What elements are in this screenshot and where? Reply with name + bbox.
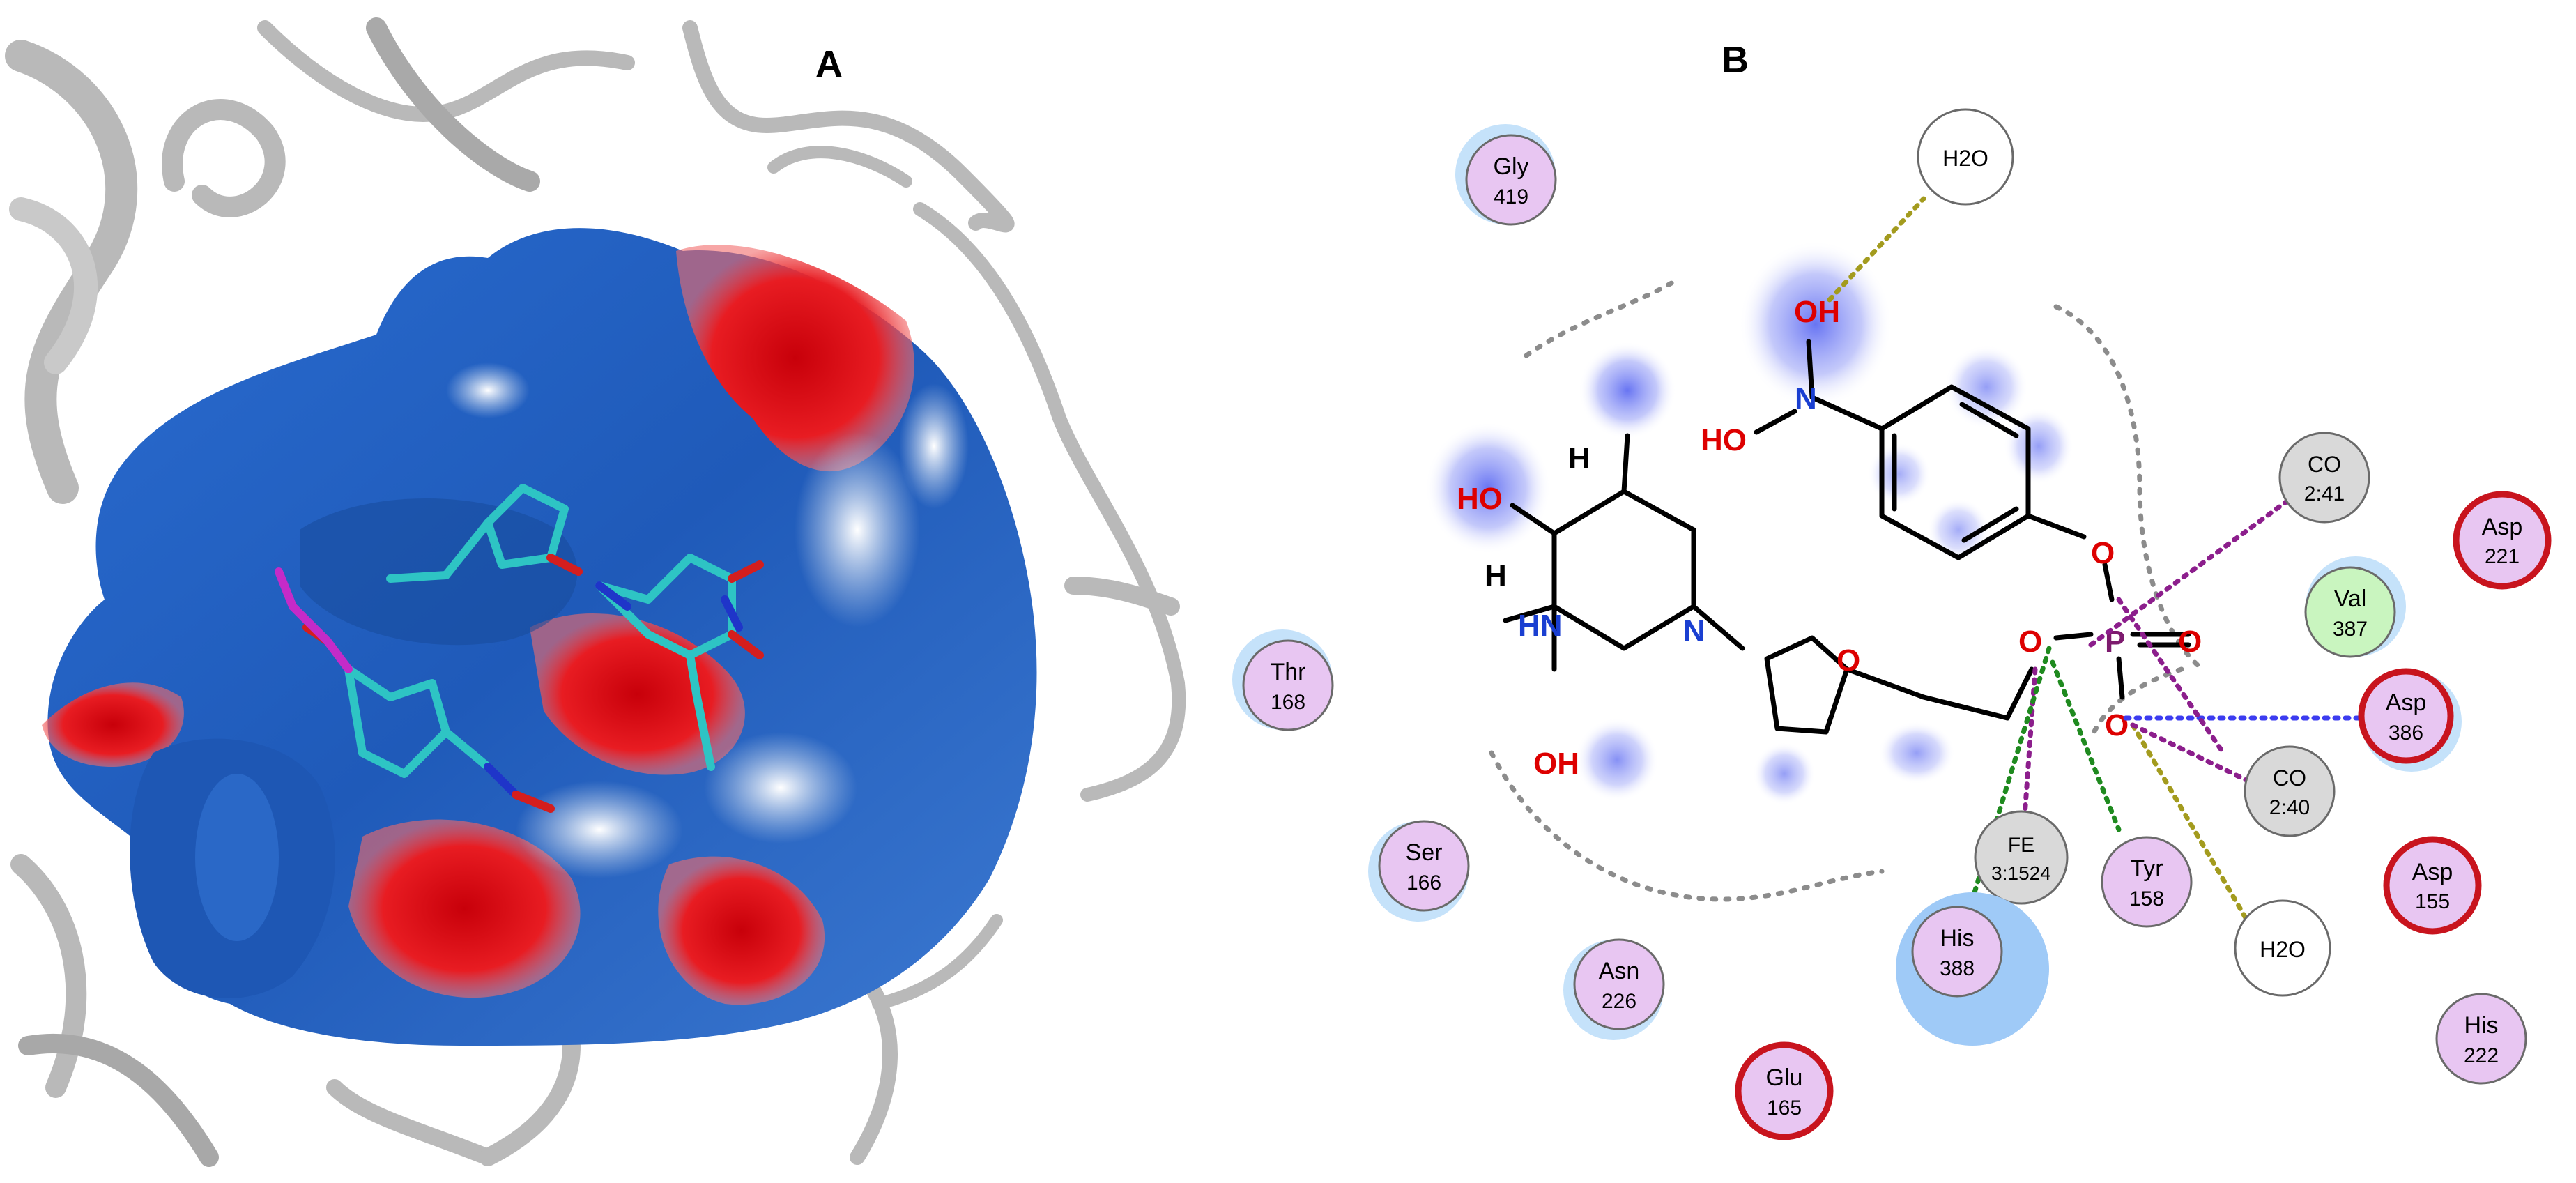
residue-val387: Val 387 bbox=[2304, 556, 2406, 658]
residue-name: FE bbox=[2008, 834, 2034, 857]
atom-o-phenoxy: O bbox=[2091, 536, 2115, 570]
residue-his388: His 388 bbox=[1896, 892, 2049, 1046]
residue-name: CO bbox=[2308, 452, 2341, 477]
residue-number: 221 bbox=[2485, 545, 2520, 568]
panel-b: B bbox=[1232, 39, 2552, 1140]
residue-co241: CO 2:41 bbox=[2278, 432, 2370, 524]
residue-his222: His 222 bbox=[2435, 993, 2527, 1085]
residue-number: 166 bbox=[1406, 871, 1441, 894]
residue-asn226: Asn 226 bbox=[1563, 938, 1665, 1040]
residue-number: 2:40 bbox=[2269, 796, 2310, 819]
atom-h-top: H bbox=[1568, 441, 1590, 475]
residue-asp386: Asp 386 bbox=[2358, 668, 2462, 772]
residue-co240: CO 2:40 bbox=[2244, 745, 2336, 837]
residue-ser166: Ser 166 bbox=[1368, 820, 1470, 922]
atom-hn: HN bbox=[1518, 609, 1563, 643]
atom-o-minus: O bbox=[2105, 708, 2129, 742]
residue-number: 226 bbox=[1602, 990, 1636, 1013]
residue-name: Gly bbox=[1494, 153, 1529, 180]
residue-glu165: Glu 165 bbox=[1735, 1041, 1834, 1140]
atom-o-double: O bbox=[2178, 625, 2202, 659]
residue-name: Val bbox=[2334, 586, 2367, 612]
residue-name: Glu bbox=[1766, 1064, 1803, 1091]
protein-ribbons bbox=[5, 17, 1186, 1167]
residue-number: 168 bbox=[1271, 691, 1305, 714]
panel-a-label: A bbox=[815, 43, 843, 85]
residue-name: Asn bbox=[1599, 958, 1640, 984]
residue-number: 158 bbox=[2129, 887, 2164, 910]
interactions bbox=[1827, 196, 2366, 972]
residue-number: 387 bbox=[2333, 618, 2368, 641]
residue-number: 3:1524 bbox=[1991, 862, 2051, 884]
atom-n-nitro: N bbox=[1795, 381, 1817, 415]
residue-number: 165 bbox=[1767, 1097, 1802, 1120]
residue-number: 222 bbox=[2464, 1044, 2499, 1067]
water-bottom: H2O bbox=[2234, 899, 2331, 997]
ligand-skeleton bbox=[1503, 339, 2191, 735]
residue-name: Tyr bbox=[2130, 855, 2163, 882]
atom-o-ester: O bbox=[2018, 625, 2042, 659]
atom-oh-bottom: OH bbox=[1533, 747, 1579, 781]
atom-ho-nitro: HO bbox=[1701, 423, 1747, 457]
panel-a: A bbox=[5, 17, 1234, 1167]
atom-n-ring: N bbox=[1683, 614, 1705, 648]
residue-number: 2:41 bbox=[2304, 482, 2345, 505]
atom-oh-top: OH bbox=[1794, 295, 1840, 329]
residue-name: CO bbox=[2273, 765, 2306, 791]
residue-asp221: Asp 221 bbox=[2453, 491, 2552, 590]
water-top: H2O bbox=[1917, 108, 2014, 206]
atom-ho-ring: HO bbox=[1457, 482, 1503, 516]
residue-number: 419 bbox=[1494, 185, 1528, 208]
residue-name: His bbox=[1940, 925, 1974, 952]
residue-asp155: Asp 155 bbox=[2383, 836, 2482, 935]
residue-fe: FE 3:1524 bbox=[1974, 810, 2069, 905]
residue-number: 388 bbox=[1940, 957, 1975, 980]
residue-name: Asp bbox=[2386, 689, 2427, 716]
atom-labels: OH N HO HO H H HN N OH O O P O O O bbox=[1457, 295, 2202, 781]
water-label: H2O bbox=[2260, 937, 2306, 962]
residue-name: Ser bbox=[1406, 839, 1443, 866]
panel-b-label: B bbox=[1722, 39, 1749, 81]
residue-number: 155 bbox=[2415, 890, 2450, 913]
pocket-outline bbox=[1489, 280, 2205, 902]
residue-name: Asp bbox=[2482, 514, 2523, 540]
residue-thr168: Thr 168 bbox=[1232, 629, 1334, 731]
residue-number: 386 bbox=[2389, 722, 2423, 745]
residue-name: Thr bbox=[1271, 659, 1306, 685]
atom-h-left: H bbox=[1485, 558, 1507, 593]
residue-tyr158: Tyr 158 bbox=[2101, 836, 2193, 928]
solvent-exposure bbox=[1425, 241, 2073, 805]
ligand-sticks bbox=[275, 484, 764, 813]
residue-name: His bbox=[2464, 1012, 2498, 1039]
residue-gly419: Gly 419 bbox=[1455, 124, 1557, 226]
atom-o-furan: O bbox=[1837, 643, 1860, 678]
residue-name: Asp bbox=[2412, 859, 2453, 885]
water-label: H2O bbox=[1942, 146, 1988, 171]
